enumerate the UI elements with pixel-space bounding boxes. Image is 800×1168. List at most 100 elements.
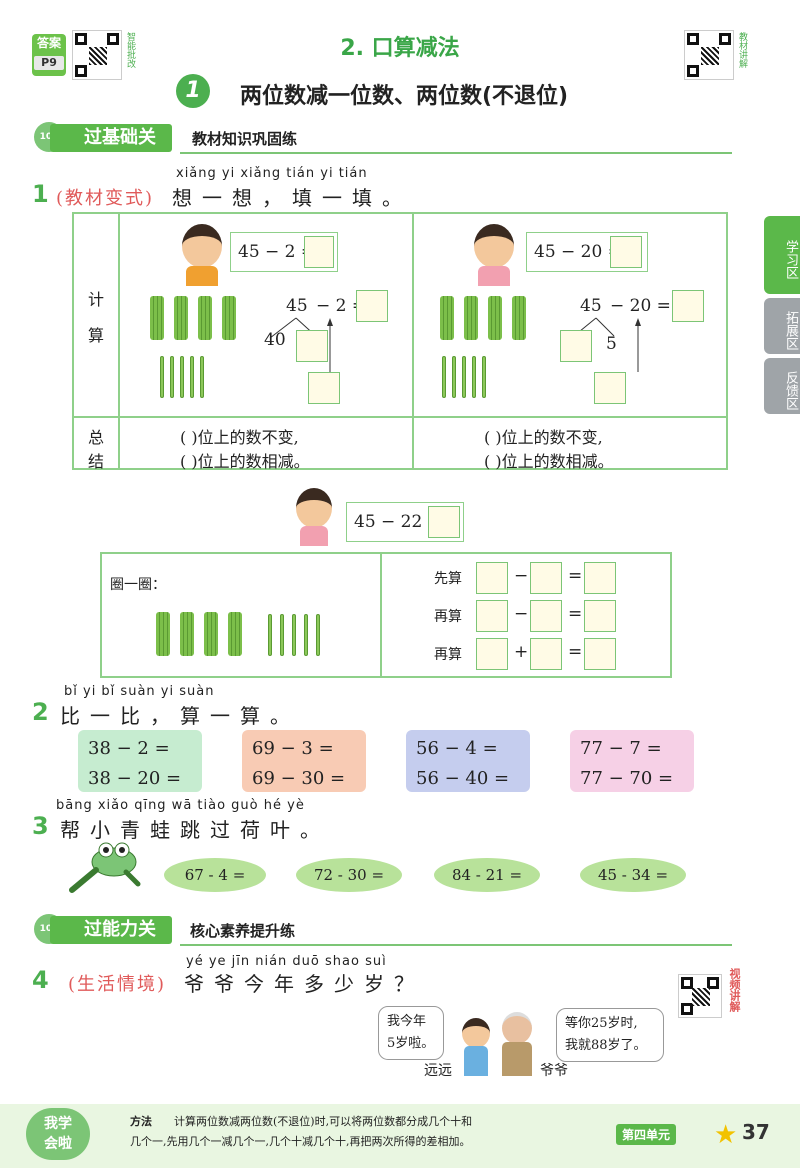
side-tab-extend[interactable]: 拓展区 xyxy=(764,298,800,354)
answer-page: P9 xyxy=(34,56,64,70)
mid-eq-frame xyxy=(346,502,464,542)
q2-number: 2 xyxy=(32,698,49,726)
circle-table xyxy=(100,552,672,678)
badge-line: 我学 xyxy=(44,1116,72,1132)
q1-table xyxy=(72,212,728,470)
step-label: 再算 xyxy=(434,647,462,663)
stick-bundles[interactable] xyxy=(156,612,242,656)
circle-label: 圈一圈： xyxy=(110,577,166,593)
card-eq-b[interactable]: 69 − 30 = xyxy=(252,768,346,789)
right-split-part: 5 xyxy=(606,334,617,354)
answer-box[interactable] xyxy=(296,330,328,362)
qr-code-icon[interactable] xyxy=(678,974,722,1018)
q1-tag: (教材变式) xyxy=(56,188,155,209)
op: + xyxy=(514,642,529,662)
right-eq: 45 − 20 = xyxy=(534,242,622,262)
answer-box[interactable] xyxy=(428,506,460,538)
card-eq-b[interactable]: 38 − 20 = xyxy=(88,768,182,789)
card-eq-a[interactable]: 69 − 3 = xyxy=(252,738,334,759)
q2-text: 比一比，算一算。 xyxy=(60,704,300,728)
answer-box[interactable] xyxy=(584,600,616,632)
answer-box[interactable] xyxy=(584,638,616,670)
answer-box[interactable] xyxy=(530,562,562,594)
card-eq-b[interactable]: 56 − 40 = xyxy=(416,768,510,789)
lily-pad[interactable]: 84 - 21 = xyxy=(434,858,540,892)
unit-title: 2. 口算减法 xyxy=(340,36,460,61)
answer-box[interactable] xyxy=(476,562,508,594)
stick-icon xyxy=(292,614,296,656)
q1-pinyin: xiǎng yi xiǎng tián yi tián xyxy=(176,166,368,181)
grandpa-avatar xyxy=(502,1012,532,1044)
answer-box[interactable] xyxy=(560,330,592,362)
q2-pinyin: bǐ yi bǐ suàn yi suàn xyxy=(64,684,215,699)
speech-bubble-left: 我今年 5岁啦。 xyxy=(378,1006,444,1060)
answer-box[interactable] xyxy=(476,600,508,632)
lesson-number: 1 xyxy=(176,74,210,108)
lily-pad[interactable]: 45 - 34 = xyxy=(580,858,686,892)
bundle-icon xyxy=(204,612,218,656)
stick-icon xyxy=(462,356,466,398)
left-split-b: − 2 = xyxy=(316,296,367,316)
bubble-line: 5岁啦。 xyxy=(387,1036,435,1051)
girl-avatar xyxy=(296,488,332,528)
answer-box[interactable] xyxy=(594,372,626,404)
divider xyxy=(412,212,414,470)
q1-text: 想一想，填一填。 xyxy=(172,186,412,210)
stick-icon xyxy=(482,356,486,398)
op: = xyxy=(568,642,583,662)
divider xyxy=(72,416,728,418)
op: = xyxy=(568,566,583,586)
qr-caption-left: 智能批改 xyxy=(125,32,135,68)
row-label-summary-2: 结 xyxy=(88,452,105,471)
row-label-summary-1: 总 xyxy=(88,428,105,447)
section-subtitle: 核心素养提升练 xyxy=(190,922,296,940)
answer-box[interactable] xyxy=(672,290,704,322)
lily-pad[interactable]: 67 - 4 = xyxy=(164,858,266,892)
stick-icon xyxy=(268,614,272,656)
bubble-line: 等你25岁时, xyxy=(565,1016,638,1031)
answer-box[interactable] xyxy=(530,638,562,670)
q4-number: 4 xyxy=(32,966,49,994)
single-sticks xyxy=(160,356,204,398)
answer-box[interactable] xyxy=(476,638,508,670)
bundle-icon xyxy=(228,612,242,656)
side-tab-study[interactable]: 学习区 xyxy=(764,216,800,294)
lily-pad[interactable]: 72 - 30 = xyxy=(296,858,402,892)
left-split-a: 45 xyxy=(286,296,308,316)
card-eq-a[interactable]: 56 − 4 = xyxy=(416,738,498,759)
bundle-icon xyxy=(440,296,454,340)
side-tab-feedback[interactable]: 反馈区 xyxy=(764,358,800,414)
answer-badge[interactable]: 答案 P9 xyxy=(32,34,66,76)
bundle-icon xyxy=(488,296,502,340)
answer-box[interactable] xyxy=(304,236,334,268)
answer-box[interactable] xyxy=(530,600,562,632)
left-eq-frame xyxy=(230,232,338,272)
stick-bundles xyxy=(150,296,236,340)
answer-box[interactable] xyxy=(584,562,616,594)
boy-body xyxy=(186,266,218,286)
qr-code-icon[interactable] xyxy=(684,30,734,80)
stick-icon xyxy=(452,356,456,398)
single-sticks[interactable] xyxy=(268,614,320,656)
qr-code-icon[interactable] xyxy=(72,30,122,80)
answer-box[interactable] xyxy=(308,372,340,404)
bubble-line: 我今年 xyxy=(387,1014,427,1029)
card-eq-a[interactable]: 77 − 7 = xyxy=(580,738,662,759)
mid-eq: 45 − 22 = xyxy=(354,512,442,532)
q3-pinyin: bāng xiǎo qīng wā tiào guò hé yè xyxy=(56,798,305,813)
answer-label: 答案 xyxy=(36,36,61,50)
girl-body xyxy=(300,526,328,546)
star-icon: ★ xyxy=(714,1120,738,1150)
boy-avatar xyxy=(182,224,222,268)
step-label: 再算 xyxy=(434,609,462,625)
answer-box[interactable] xyxy=(610,236,642,268)
summary-left-1: ( )位上的数不变, xyxy=(180,428,299,447)
grandpa-body xyxy=(502,1042,532,1076)
stick-icon xyxy=(160,356,164,398)
card-eq-a[interactable]: 38 − 2 = xyxy=(88,738,170,759)
speech-bubble-right: 等你25岁时, 我就88岁了。 xyxy=(556,1008,664,1062)
name-yuanyuan: 远远 xyxy=(424,1063,452,1079)
video-caption: 视频讲解 xyxy=(728,968,741,1012)
answer-box[interactable] xyxy=(356,290,388,322)
card-eq-b[interactable]: 77 − 70 = xyxy=(580,768,674,789)
